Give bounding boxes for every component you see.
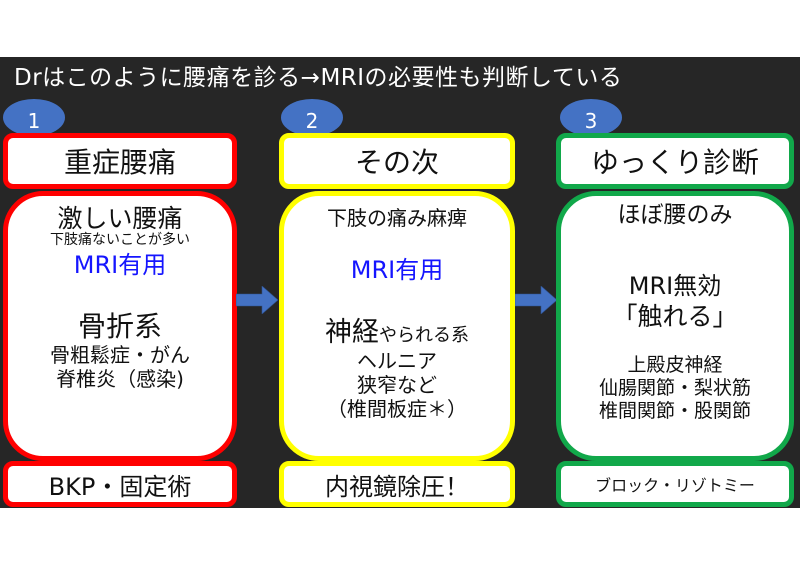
panel-2-line5: （椎間板症＊） <box>327 397 467 422</box>
panel-2-line1: 下肢の痛み麻痺 <box>327 206 467 230</box>
panel-1-line4: 骨粗鬆症・がん <box>50 343 190 368</box>
panel-3-line3: 上殿皮神経 <box>627 354 723 377</box>
step-badge-2: 2 <box>281 99 343 136</box>
panel-3-header-text: ゆっくり診断 <box>590 146 759 179</box>
panel-2-header-text: その次 <box>354 146 439 179</box>
step-badge-3: 3 <box>560 99 622 136</box>
panel-3-line4: 仙腸関節・梨状筋 <box>598 377 751 400</box>
panel-1-line3: 骨折系 <box>77 309 162 343</box>
panel-3-header: ゆっくり診断 <box>556 133 794 189</box>
panel-2-line2: 神経やられる系 <box>325 317 469 349</box>
panel-2-header: その次 <box>279 133 515 189</box>
panel-1-footer: BKP・固定術 <box>3 461 237 507</box>
panel-2-line2b: やられる系 <box>379 324 469 346</box>
arrow-right-icon <box>236 286 278 314</box>
panel-3-line2: 「触れる」 <box>612 302 738 332</box>
panel-2-footer-text: 内視鏡除圧！ <box>325 472 469 501</box>
slide-title: Drはこのように腰痛を診る→MRIの必要性も判断している <box>14 65 623 91</box>
panel-2-line3: ヘルニア <box>357 349 437 374</box>
panel-3-body: ほぼ腰のみ MRI無効 「触れる」 上殿皮神経 仙腸関節・梨状筋 椎間関節・股関… <box>556 191 794 461</box>
panel-1-line2: 下肢痛ないことが多い <box>50 232 190 248</box>
panel-1-mri: MRI有用 <box>73 250 167 279</box>
step-badge-1: 1 <box>3 99 65 136</box>
panel-3-mri: MRI無効 <box>628 271 722 300</box>
panel-3-footer-text: ブロック・リゾトミー <box>595 476 755 495</box>
panel-2-body: 下肢の痛み麻痺 MRI有用 神経やられる系 ヘルニア 狭窄など （椎間板症＊） <box>279 191 515 461</box>
arrow-right-icon <box>515 286 557 314</box>
panel-3-footer: ブロック・リゾトミー <box>556 461 794 507</box>
panel-3-line1: ほぼ腰のみ <box>617 202 733 228</box>
panel-2-footer: 内視鏡除圧！ <box>279 461 515 507</box>
panel-1-line1: 激しい腰痛 <box>57 204 183 233</box>
panel-3-line5: 椎間関節・股関節 <box>598 399 751 422</box>
panel-1-footer-text: BKP・固定術 <box>48 472 192 501</box>
panel-1-header-text: 重症腰痛 <box>63 146 176 179</box>
panel-2-mri: MRI有用 <box>350 256 444 284</box>
panel-1-line5: 脊椎炎（感染) <box>56 367 184 392</box>
panel-1-header: 重症腰痛 <box>3 133 237 189</box>
panel-2-line4: 狭窄など <box>357 373 437 398</box>
panel-2-line2a: 神経 <box>325 316 379 348</box>
panel-1-body: 激しい腰痛 下肢痛ないことが多い MRI有用 骨折系 骨粗鬆症・がん 脊椎炎（感… <box>3 191 237 461</box>
